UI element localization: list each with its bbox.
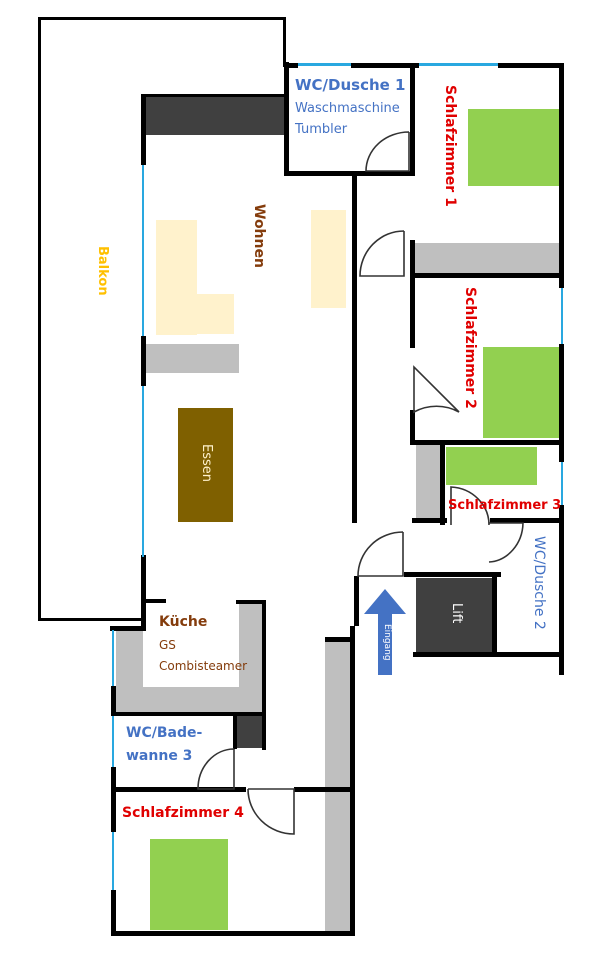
wall-east-mid [559,344,564,462]
label-schlafzimmer-1: Schlafzimmer 1 [442,85,458,207]
wall-lift-bottom [413,652,564,657]
label-tumbler: Tumbler [295,122,348,137]
balcony-outline-right-upper [283,17,286,67]
wall-kitchen-left [141,555,146,628]
wardrobe-schlafzimmer-1 [415,243,562,273]
label-wohnen: Wohnen [251,204,267,268]
window-sz4 [112,832,114,890]
door-sz1-icon [359,230,405,277]
armchair [311,210,346,308]
label-essen: Essen [199,444,214,482]
wall-wc1-top-b [351,63,419,68]
balcony-outline-top [38,17,286,20]
label-wc-dusche-2: WC/Dusche 2 [531,536,547,630]
wall-sz3-bottom-a [412,518,447,523]
door-wc2-icon [488,522,524,563]
bed-schlafzimmer-3 [446,447,537,485]
bed-schlafzimmer-1 [468,109,559,186]
label-schlafzimmer-3: Schlafzimmer 3 [448,498,562,513]
window-bath3 [112,716,114,767]
wall-sz4-top-a [111,787,246,792]
window-sz2 [561,288,563,344]
wardrobe-schlafzimmer-3 [416,444,441,520]
door-entrance-icon [357,531,404,577]
label-eingang: Eingang [382,624,392,661]
wall-sz4-left-b [111,890,116,936]
wall-sz4-top-b [294,787,354,792]
window-living-lower [142,386,144,557]
wall-entry-top [404,572,501,577]
wall-corridor-long [352,176,357,523]
wall-corridor-stub [325,637,354,642]
label-combisteamer: Combisteamer [159,659,248,673]
label-wc-badewanne-3-line1: WC/Bade- [126,725,203,741]
dining-table [178,408,233,522]
wall-east-lower [559,505,564,675]
wall-bath3-top [111,712,266,716]
corridor-wardrobe [325,641,354,931]
window-living-upper [142,165,144,336]
label-wc-badewanne-3-line2: wanne 3 [126,748,193,764]
storage-shaft-top [143,95,285,135]
label-schlafzimmer-2: Schlafzimmer 2 [462,287,478,409]
wall-kitchen-right [262,600,266,750]
window-sz1 [419,63,498,66]
label-schlafzimmer-4: Schlafzimmer 4 [122,805,244,821]
wall-entry-left [354,576,359,626]
wall-top-right [498,63,562,68]
balcony-outline-bottom [38,618,146,621]
wall-corridor-lower-right [350,626,355,936]
label-wc-dusche-1: WC/Dusche 1 [295,76,406,94]
bed-schlafzimmer-2 [483,347,560,438]
label-gs: GS [159,638,176,652]
wall-kitchen-outer-left [111,686,116,716]
wall-wc1-left [284,62,289,175]
door-sz3-icon [450,486,490,526]
wall-shaft-inner [233,714,237,749]
sofa-long [156,220,197,335]
balcony-outline-left [38,17,41,621]
wall-shaft-top [141,94,285,97]
door-sz4-icon [247,788,295,835]
label-balkon: Balkon [95,246,110,296]
wall-east-top [559,63,564,288]
wall-kitchen-top-right [236,600,266,604]
wall-kitchen-ledge [141,599,166,603]
bed-schlafzimmer-4 [150,839,228,930]
window-sz3 [561,462,563,505]
door-bath3-icon [197,748,235,790]
wall-sz3-left [440,440,445,525]
lift-shaft [416,578,492,653]
wall-living-left-mid [141,336,146,386]
kitchen-counter-right [239,604,263,712]
wall-wc1-bottom [284,171,415,176]
door-wc1-icon [365,131,410,172]
label-kueche: Küche [159,614,208,630]
wall-sz1-left-lower [410,240,415,280]
wall-sz3-bottom-b [490,518,564,523]
wall-bath3-left [111,767,116,790]
wall-sz4-bottom [111,931,355,936]
wall-living-left-top [141,95,146,165]
door-sz2-icon [413,365,460,414]
label-waschmaschine: Waschmaschine [295,101,400,116]
window-kitchen [112,630,114,686]
sideboard [146,344,239,373]
wall-sz4-left-a [111,787,116,832]
wall-kitchen-outer-top [110,626,146,631]
kitchen-counter-bottom [116,687,263,712]
wall-sz2-left-b [410,410,415,443]
wall-wc1-right [410,63,415,175]
wall-sz1-bottom [410,273,564,278]
wall-lift-right [492,572,497,657]
wall-sz2-bottom [410,440,564,445]
label-lift: Lift [449,603,464,624]
wall-sz2-left-a [410,278,415,348]
wall-wc1-top-a [284,63,298,68]
window-wc1 [298,63,351,66]
entrance-arrow-icon [364,589,406,675]
kitchen-shaft [236,714,264,748]
sofa-corner [196,294,234,334]
